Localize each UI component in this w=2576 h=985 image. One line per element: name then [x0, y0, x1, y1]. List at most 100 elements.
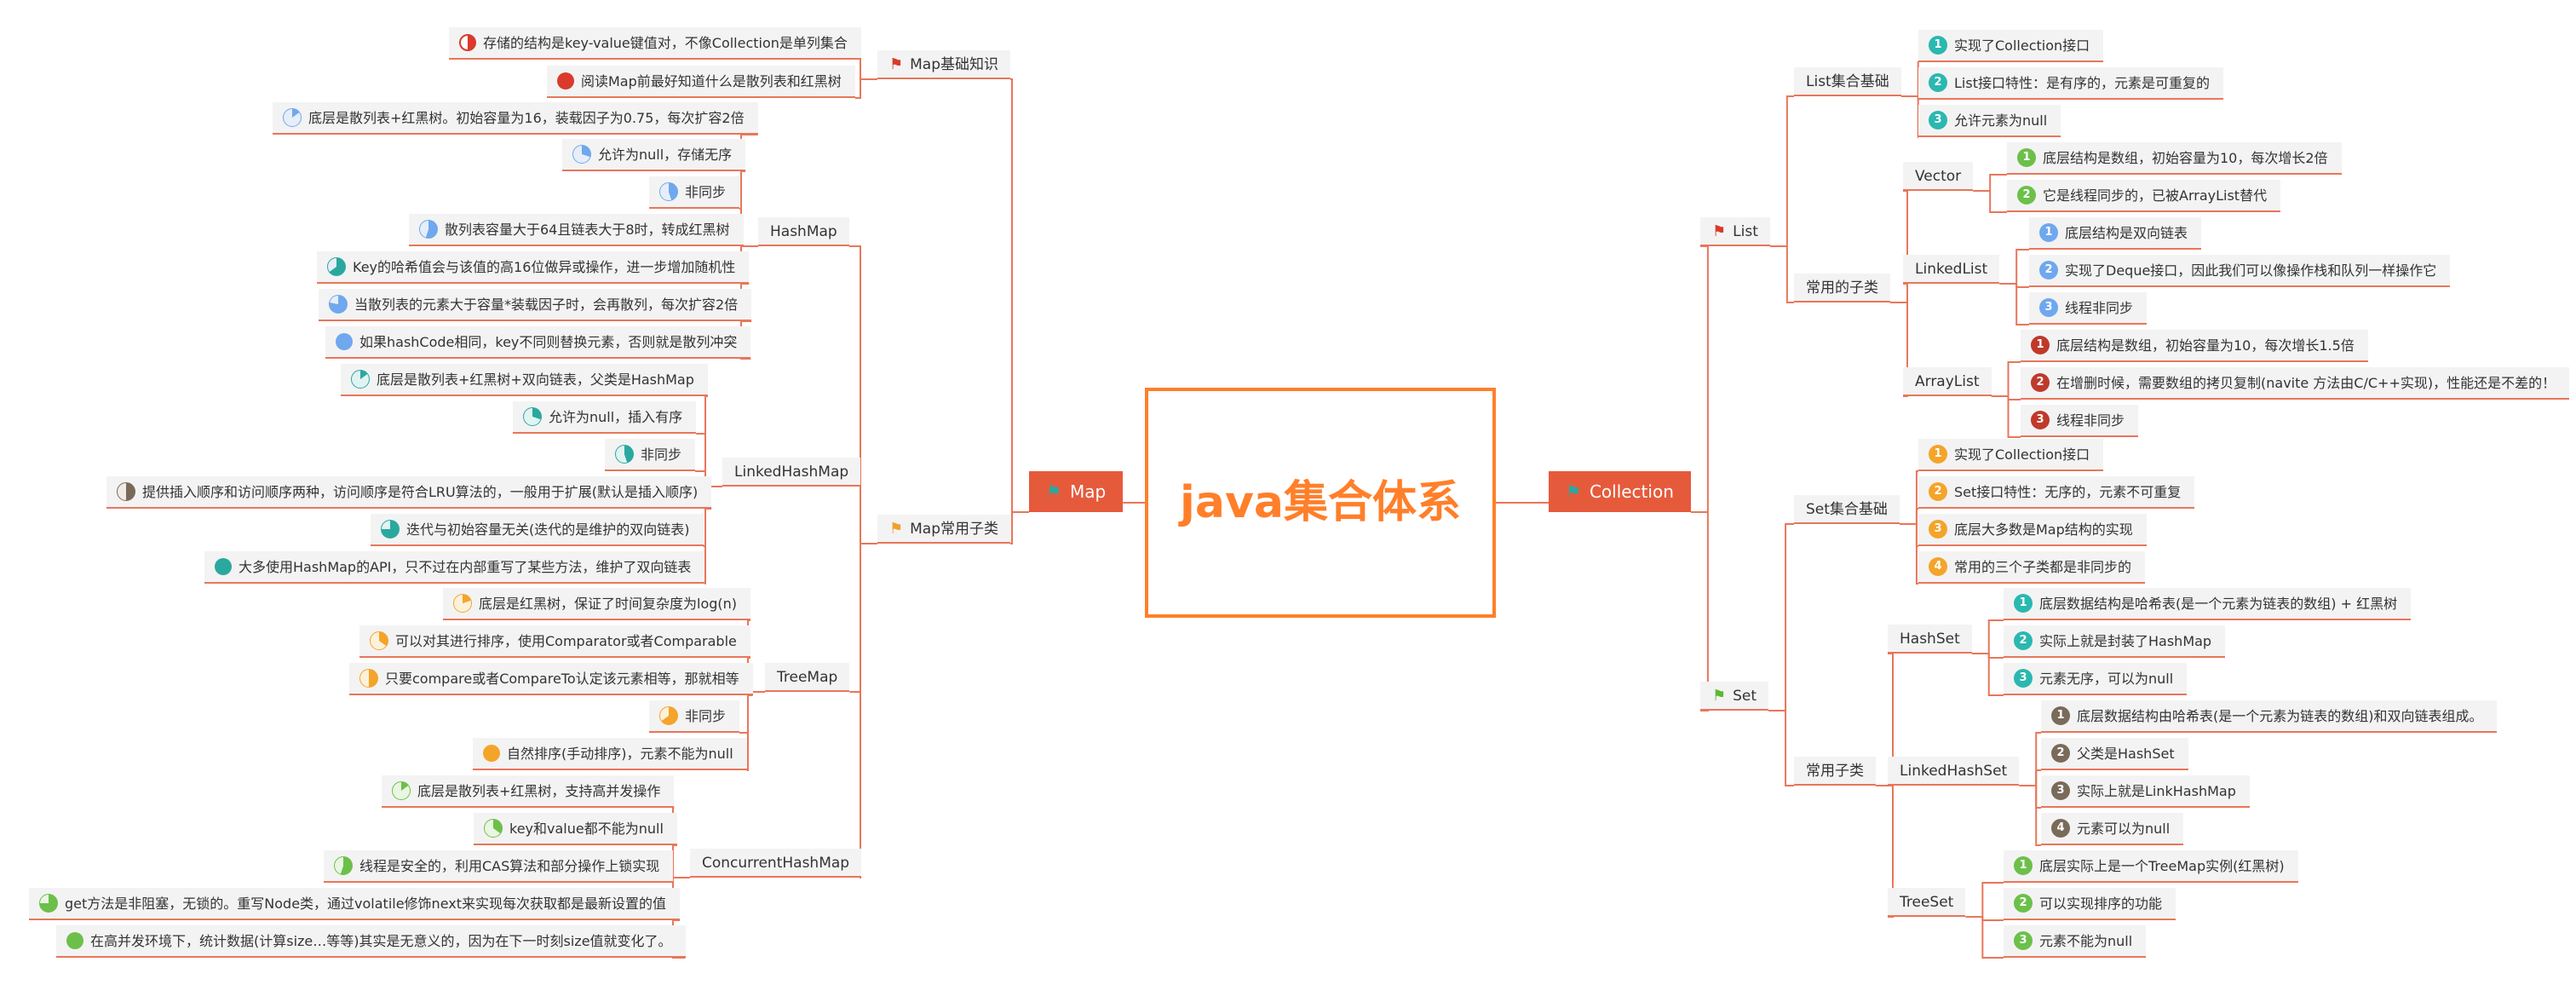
pie-icon [359, 669, 378, 688]
hashmap-topic[interactable]: HashMap [758, 217, 849, 246]
list-item[interactable]: 底层是散列表+红黑树，支持高并发操作 [382, 775, 675, 808]
list-item[interactable]: 阅读Map前最好知道什么是散列表和红黑树 [547, 66, 855, 98]
pie-icon [453, 594, 472, 613]
pie-icon [283, 108, 302, 127]
set-subclasses-topic[interactable]: 常用子类 [1794, 757, 1876, 786]
pie-icon [459, 34, 476, 51]
set-basics-topic[interactable]: Set集合基础 [1794, 495, 1900, 524]
list-item[interactable]: 在高并发环境下，统计数据(计算size…等等)其实是无意义的，因为在下一时刻si… [56, 925, 686, 958]
map-basics-topic[interactable]: ⚑Map基础知识 [877, 50, 1011, 79]
pie-icon [381, 520, 400, 539]
list-item[interactable]: 底层是散列表+红黑树。初始容量为16，装载因子为0.75，每次扩容2倍 [273, 102, 758, 135]
list-item[interactable]: 允许为null，存储无序 [562, 139, 746, 171]
list-item[interactable]: 底层是红黑树，保证了时间复杂度为log(n) [443, 588, 751, 620]
list-item[interactable]: 非同步 [649, 176, 740, 209]
list-item[interactable]: 散列表容量大于64且链表大于8时，转成红黑树 [409, 214, 744, 246]
list-item[interactable]: 当散列表的元素大于容量*装载因子时，会再散列，每次扩容2倍 [319, 289, 752, 321]
flag-icon: ⚑ [1712, 687, 1727, 705]
pie-icon [392, 781, 411, 800]
list-item[interactable]: 线程是安全的，利用CAS算法和部分操作上锁实现 [324, 850, 674, 883]
treeset-topic[interactable]: TreeSet [1888, 888, 1966, 917]
pie-icon [336, 333, 353, 350]
map-label: Map [1069, 481, 1107, 502]
list-item[interactable]: 大多使用HashMap的API，只不过在内部重写了某些方法，维护了双向链表 [204, 551, 705, 584]
list-item[interactable]: 存储的结构是key-value键值对，不像Collection是单列集合 [449, 27, 861, 60]
list-item[interactable]: 只要compare或者CompareTo认定该元素相等，那就相等 [349, 663, 753, 695]
concurrenthashmap-topic[interactable]: ConcurrentHashMap [690, 849, 862, 878]
vector-topic[interactable]: Vector [1903, 162, 1974, 191]
set-topic[interactable]: ⚑ Set [1700, 682, 1769, 711]
list-subclasses-topic[interactable]: 常用的子类 [1794, 274, 1890, 302]
list-item[interactable]: 非同步 [605, 439, 696, 471]
collection-topic[interactable]: ⚑ Collection [1549, 471, 1691, 512]
linkedhashset-topic[interactable]: LinkedHashSet [1888, 757, 2020, 786]
root-topic[interactable]: java集合体系 [1145, 388, 1496, 618]
list-item[interactable]: 允许为null，插入有序 [513, 401, 697, 434]
hashset-topic[interactable]: HashSet [1888, 625, 1972, 654]
pie-icon [483, 745, 500, 762]
list-item[interactable]: 迭代与初始容量无关(迭代的是维护的双向链表) [371, 514, 704, 546]
flag-icon: ⚑ [889, 520, 904, 538]
list-item[interactable]: 提供插入顺序和访问顺序两种，访问顺序是符合LRU算法的，一般用于扩展(默认是插入… [106, 476, 712, 509]
pie-icon [334, 856, 353, 875]
treemap-topic[interactable]: TreeMap [765, 663, 850, 692]
collection-label: Collection [1589, 481, 1674, 502]
list-item[interactable]: 自然排序(手动排序)，元素不能为null [473, 738, 747, 770]
list-item[interactable]: 可以对其进行排序，使用Comparator或者Comparable [359, 625, 750, 658]
pie-icon [419, 220, 438, 239]
linkedlist-topic[interactable]: LinkedList [1903, 255, 2000, 284]
list-item[interactable]: Key的哈希值会与该值的高16位做异或操作，进一步增加随机性 [317, 251, 750, 284]
map-basics-label: Map基础知识 [910, 56, 999, 73]
pie-icon [327, 257, 346, 276]
list-item[interactable]: 底层是散列表+红黑树+双向链表，父类是HashMap [341, 364, 708, 396]
pie-icon [39, 894, 58, 913]
list-basics-topic[interactable]: List集合基础 [1794, 67, 1901, 96]
map-topic[interactable]: ⚑ Map [1029, 471, 1124, 512]
list-item[interactable]: get方法是非阻塞，无锁的。重写Node类，通过volatile修饰next来实… [29, 888, 680, 920]
pie-icon [215, 558, 232, 575]
map-subclasses-label: Map常用子类 [910, 521, 999, 538]
pie-icon [659, 706, 678, 725]
linkedhashmap-topic[interactable]: LinkedHashMap [722, 458, 861, 487]
arraylist-topic[interactable]: ArrayList [1903, 367, 1992, 396]
pie-icon [329, 295, 348, 314]
pie-icon [523, 407, 542, 426]
set-label: Set [1733, 688, 1757, 705]
pie-icon [66, 932, 83, 949]
pie-icon [615, 445, 634, 464]
list-item[interactable]: 如果hashCode相同，key不同则替换元素，否则就是散列冲突 [325, 326, 751, 359]
flag-icon: ⚑ [1046, 481, 1061, 502]
pie-icon [484, 819, 503, 838]
list-topic[interactable]: ⚑List [1700, 217, 1770, 246]
map-subclasses-topic[interactable]: ⚑ Map常用子类 [877, 515, 1011, 544]
list-item[interactable]: key和value都不能为null [474, 813, 677, 845]
flag-icon: ⚑ [1566, 481, 1581, 502]
list-item[interactable]: 非同步 [649, 700, 740, 733]
pie-icon [351, 370, 370, 389]
